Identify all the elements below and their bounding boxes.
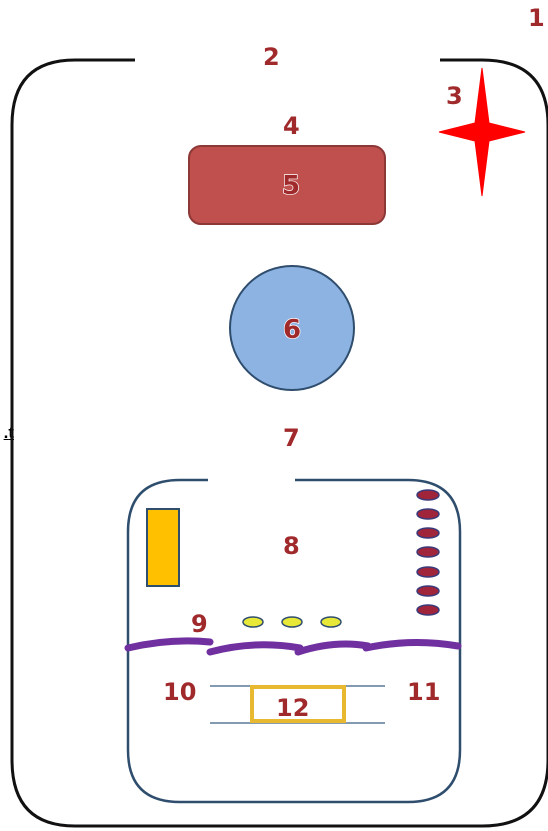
outer-boundary — [10, 58, 548, 828]
blue-circle — [229, 265, 355, 391]
red-oval — [416, 546, 440, 558]
inner-container — [126, 478, 462, 804]
red-oval — [416, 604, 440, 616]
membrane-segment — [124, 637, 214, 652]
membrane-segment — [362, 638, 462, 652]
yellow-oval — [242, 616, 264, 628]
red-ovals-column — [416, 489, 440, 616]
red-rounded-rectangle — [188, 145, 386, 225]
red-star-shape — [438, 67, 526, 197]
red-oval — [416, 489, 440, 501]
yellow-ovals-row — [242, 616, 342, 628]
label-5: 5 — [282, 171, 300, 201]
membrane-segment — [294, 640, 372, 656]
label-1: 1 — [528, 4, 545, 32]
red-oval — [416, 527, 440, 539]
label-7: 7 — [283, 424, 300, 452]
purple-membrane — [124, 637, 462, 656]
red-oval — [416, 508, 440, 520]
yellow-oval — [320, 616, 342, 628]
label-10: 10 — [163, 678, 196, 706]
red-oval — [416, 585, 440, 597]
label-4: 4 — [283, 112, 300, 140]
label-2: 2 — [263, 43, 280, 71]
label-11: 11 — [407, 678, 440, 706]
yellow-oval — [281, 616, 303, 628]
label-6: 6 — [283, 315, 301, 345]
label-8: 8 — [283, 532, 300, 560]
label-12: 12 — [276, 694, 309, 722]
box-12 — [250, 685, 346, 723]
red-oval — [416, 566, 440, 578]
membrane-segment — [206, 641, 304, 656]
label-3: 3 — [446, 82, 463, 110]
orange-rectangle — [146, 508, 180, 587]
label-9: 9 — [191, 610, 208, 638]
